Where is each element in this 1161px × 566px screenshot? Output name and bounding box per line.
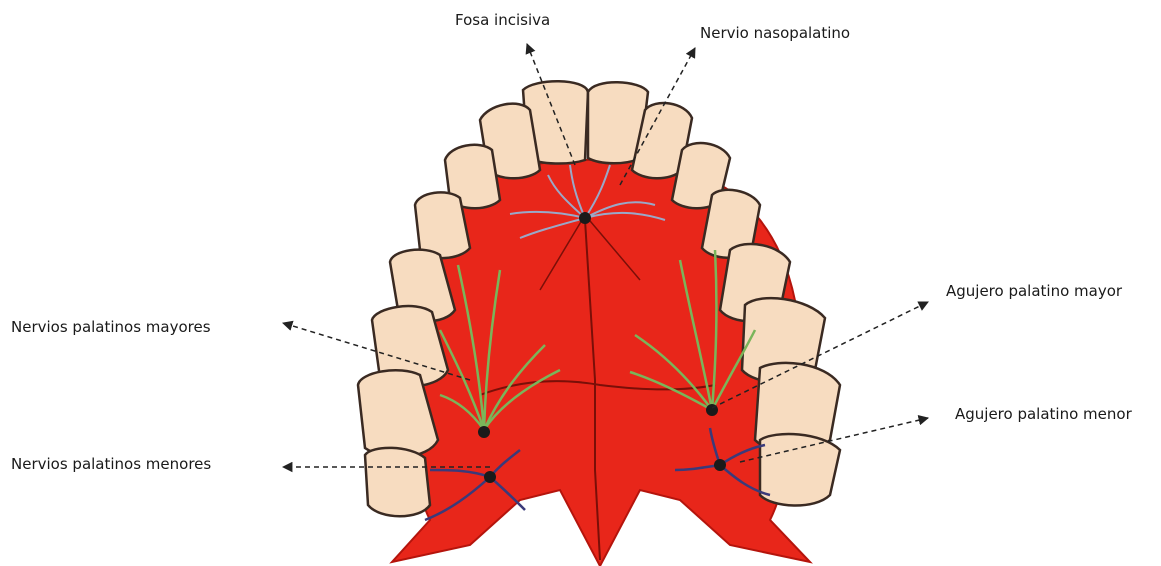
incisive-foramen	[579, 212, 591, 224]
label-agujero-palatino-menor: Agujero palatino menor	[955, 405, 1132, 423]
lesser-palatine-foramen-left	[484, 471, 496, 483]
lesser-palatine-foramen-right	[714, 459, 726, 471]
label-fosa-incisiva: Fosa incisiva	[455, 11, 550, 29]
greater-palatine-foramen-left	[478, 426, 490, 438]
label-nervio-nasopalatino: Nervio nasopalatino	[700, 24, 850, 42]
label-agujero-palatino-mayor: Agujero palatino mayor	[946, 282, 1122, 300]
label-nervios-palatinos-menores: Nervios palatinos menores	[11, 455, 211, 473]
label-nervios-palatinos-mayores: Nervios palatinos mayores	[11, 318, 211, 336]
